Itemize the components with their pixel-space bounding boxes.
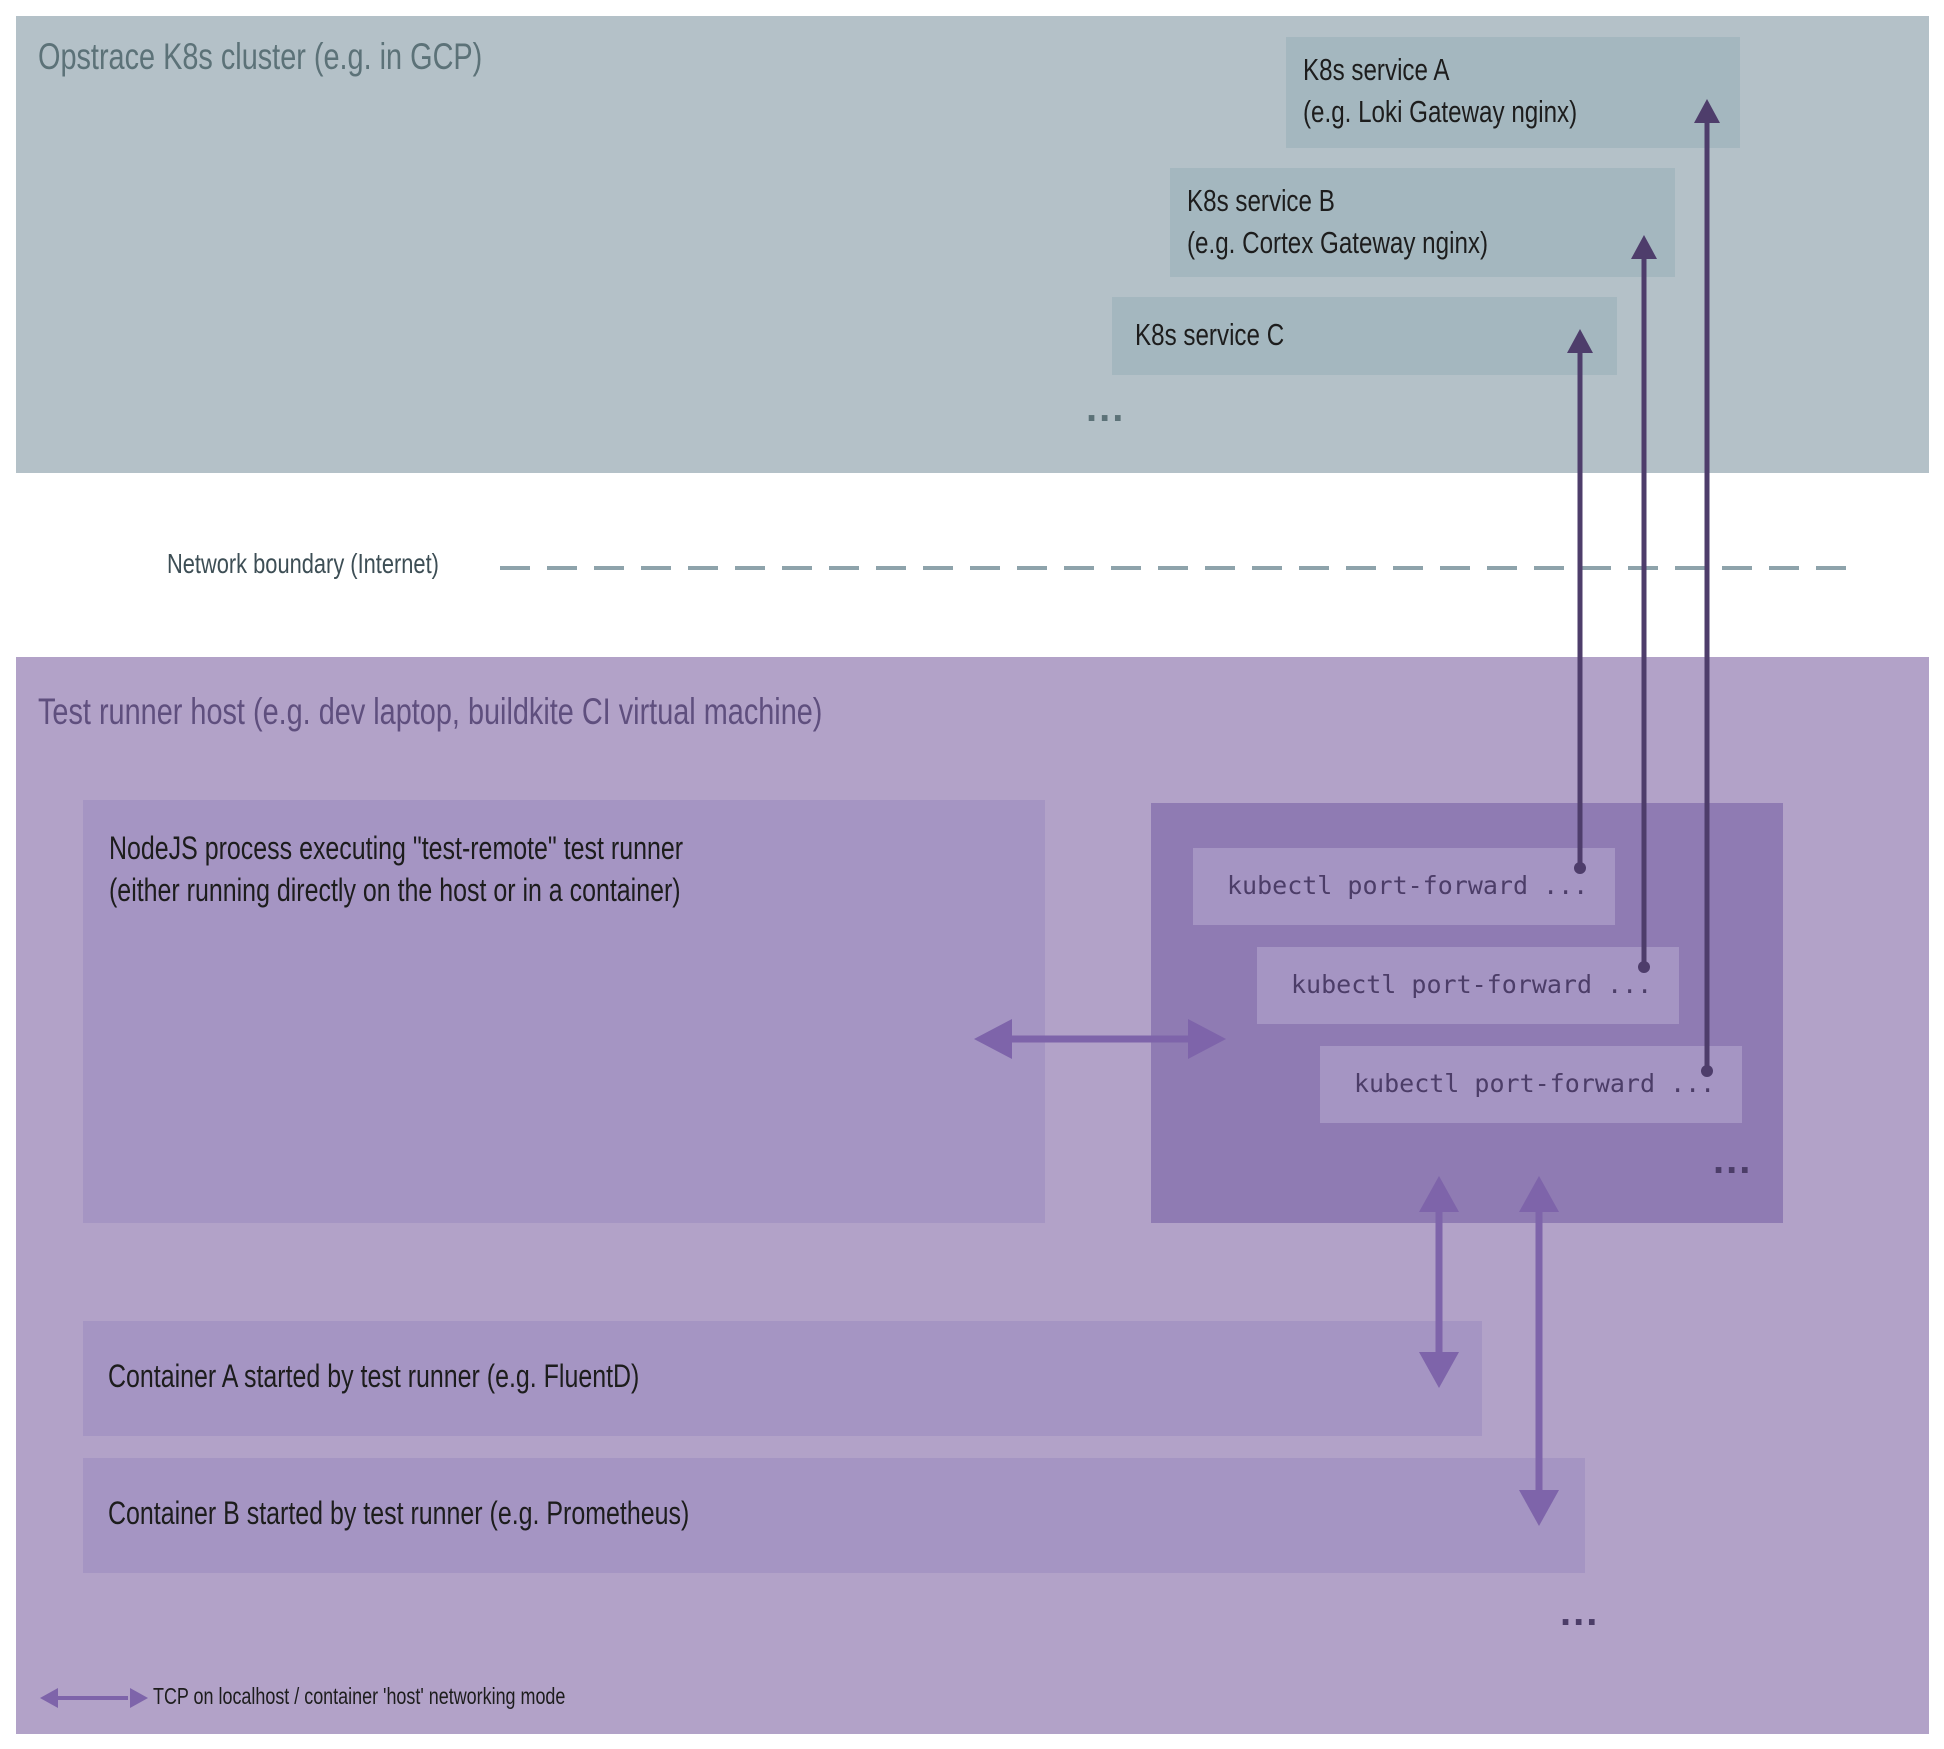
k8s-service-b: K8s service B (e.g. Cortex Gateway nginx… [1170, 168, 1675, 277]
container-b-box: Container B started by test runner (e.g.… [83, 1458, 1585, 1573]
tcp-arrow-container-b [1519, 1176, 1559, 1526]
nodejs-process-line1: NodeJS process executing "test-remote" t… [109, 830, 684, 866]
host-title: Test runner host (e.g. dev laptop, build… [38, 691, 823, 732]
nodejs-process-line2: (either running directly on the host or … [109, 872, 681, 908]
tunnel-arrow-b [1631, 235, 1657, 973]
port-forward-3: kubectl port-forward ... [1320, 1046, 1742, 1123]
service-a-name: K8s service A [1303, 52, 1450, 87]
k8s-service-a: K8s service A (e.g. Loki Gateway nginx) [1286, 37, 1740, 148]
port-forward-1-label: kubectl port-forward ... [1227, 871, 1589, 900]
network-boundary-label: Network boundary (Internet) [167, 548, 439, 579]
port-forward-2-label: kubectl port-forward ... [1291, 970, 1653, 999]
tunnel-arrow-c [1567, 329, 1593, 874]
port-forward-1: kubectl port-forward ... [1193, 848, 1615, 925]
nodejs-process-label: NodeJS process executing "test-remote" t… [109, 827, 683, 911]
tunnel-arrow-a [1694, 99, 1720, 1077]
container-a-box: Container A started by test runner (e.g.… [83, 1321, 1482, 1436]
cluster-title: Opstrace K8s cluster (e.g. in GCP) [38, 36, 483, 77]
service-b-name: K8s service B [1187, 183, 1335, 218]
tcp-arrow-node-to-port-forward [974, 1019, 1226, 1059]
container-b-label: Container B started by test runner (e.g.… [108, 1495, 690, 1531]
port-forward-3-label: kubectl port-forward ... [1354, 1069, 1716, 1098]
service-c-name: K8s service C [1135, 317, 1285, 352]
service-a-example: (e.g. Loki Gateway nginx) [1303, 94, 1578, 129]
legend-tcp-arrow-icon [40, 1688, 148, 1708]
nodejs-process-box [83, 800, 1045, 1223]
tcp-arrow-container-a [1419, 1176, 1459, 1388]
port-forward-2: kubectl port-forward ... [1257, 947, 1679, 1024]
container-a-label: Container A started by test runner (e.g.… [108, 1358, 640, 1394]
legend-label: TCP on localhost / container 'host' netw… [153, 1683, 566, 1709]
k8s-service-c: K8s service C [1112, 297, 1617, 375]
service-b-example: (e.g. Cortex Gateway nginx) [1187, 225, 1489, 260]
